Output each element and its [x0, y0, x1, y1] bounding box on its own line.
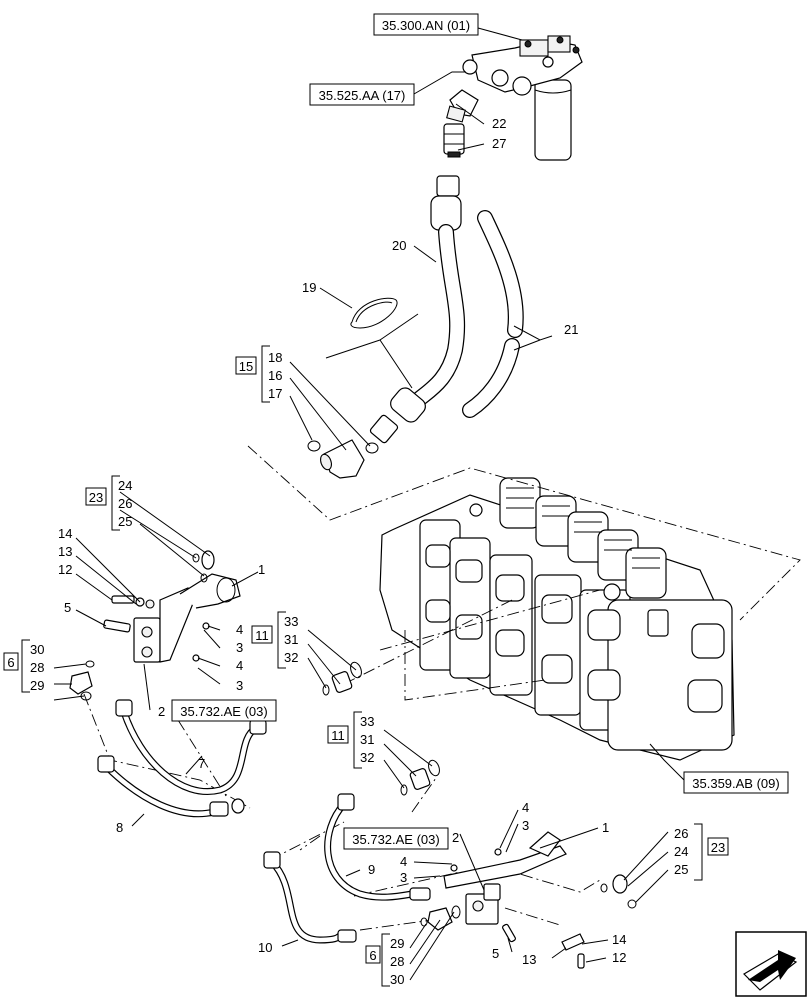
callout-3: 3 — [236, 678, 243, 693]
connector-27 — [443, 123, 465, 158]
kit-label: 6 — [369, 948, 376, 963]
callout-12: 12 — [58, 562, 72, 577]
kit-label: 23 — [711, 840, 725, 855]
callout-14: 14 — [58, 526, 72, 541]
callout-20: 20 — [392, 238, 406, 253]
callout-7: 7 — [198, 756, 205, 771]
hose-9 — [324, 793, 431, 901]
callout-3: 3 — [522, 818, 529, 833]
hose-7 — [115, 699, 267, 795]
fitting-28-left — [69, 660, 95, 701]
callout-27: 27 — [492, 136, 506, 151]
callout-2: 2 — [452, 830, 459, 845]
kit-item: 30 — [390, 972, 404, 987]
hose-8 — [97, 755, 245, 818]
callout-22: 22 — [492, 116, 506, 131]
kit-item: 18 — [268, 350, 282, 365]
ref-35-732-ae-upper[interactable]: 35.732.AE (03) — [180, 704, 267, 719]
kit-label: 15 — [239, 359, 253, 374]
kit-group-11-upper: 11 33 31 32 — [251, 611, 298, 669]
callout-5: 5 — [64, 600, 71, 615]
filter-assembly — [462, 35, 583, 161]
kit-item: 25 — [118, 514, 132, 529]
kit-item: 24 — [674, 844, 688, 859]
kit-item: 17 — [268, 386, 282, 401]
callout-13: 13 — [522, 952, 536, 967]
callout-12: 12 — [612, 950, 626, 965]
relief-valve-block-right — [443, 831, 637, 969]
o-ring-18 — [365, 442, 379, 454]
leader-lines — [53, 27, 685, 981]
kit-item: 29 — [30, 678, 44, 693]
callout-14: 14 — [612, 932, 626, 947]
callout-13: 13 — [58, 544, 72, 559]
callout-21: 21 — [564, 322, 578, 337]
kit-item: 33 — [360, 714, 374, 729]
ref-35-359-ab[interactable]: 35.359.AB (09) — [692, 776, 779, 791]
callout-3: 3 — [236, 640, 243, 655]
kit-item: 30 — [30, 642, 44, 657]
protective-sleeve-21 — [462, 210, 524, 418]
ref-35-732-ae-lower[interactable]: 35.732.AE (03) — [352, 832, 439, 847]
callout-4: 4 — [236, 658, 243, 673]
kit-item: 24 — [118, 478, 132, 493]
callout-9: 9 — [368, 862, 375, 877]
reference-label-group: 35.300.AN (01) 35.525.AA (17) 35.732.AE … — [171, 13, 789, 850]
kit-label: 6 — [7, 655, 14, 670]
callout-8: 8 — [116, 820, 123, 835]
relief-valve-block-left — [103, 550, 241, 663]
hose-20 — [369, 175, 466, 444]
callout-4: 4 — [400, 854, 407, 869]
kit-item: 32 — [284, 650, 298, 665]
kit-item: 32 — [360, 750, 374, 765]
kit-group-11-lower: 11 33 31 32 — [327, 711, 374, 769]
callout-1: 1 — [602, 820, 609, 835]
kit-item: 16 — [268, 368, 282, 383]
ref-35-525-aa[interactable]: 35.525.AA (17) — [319, 88, 406, 103]
kit-item: 33 — [284, 614, 298, 629]
ref-35-300-an[interactable]: 35.300.AN (01) — [382, 18, 470, 33]
kit-group-6-lower: 6 29 28 30 — [365, 933, 404, 987]
kit-item: 31 — [360, 732, 374, 747]
kit-group-23-lower: 23 26 24 25 — [674, 823, 729, 881]
kit-item: 26 — [118, 496, 132, 511]
callout-3: 3 — [400, 870, 407, 885]
callout-numbers: 22 27 20 19 21 14 13 12 5 1 4 3 4 3 2 7 … — [58, 116, 626, 967]
callout-10: 10 — [258, 940, 272, 955]
hose-10 — [263, 851, 357, 944]
callout-4: 4 — [522, 800, 529, 815]
callout-2: 2 — [158, 704, 165, 719]
fitting-28-right — [420, 905, 461, 931]
callout-19: 19 — [302, 280, 316, 295]
kit-group-23-upper: 23 24 26 25 — [85, 475, 132, 531]
kit-item: 28 — [390, 954, 404, 969]
kit-item: 31 — [284, 632, 298, 647]
kit-group-6-upper: 6 30 28 29 — [3, 639, 44, 693]
kit-item: 26 — [674, 826, 688, 841]
callout-4: 4 — [236, 622, 243, 637]
adapter-31-upper — [322, 661, 362, 696]
kit-label: 11 — [255, 628, 269, 643]
control-valve-body — [379, 477, 735, 761]
elbow-16 — [320, 439, 365, 479]
kit-group-15: 15 18 16 17 — [235, 345, 282, 403]
kit-label: 23 — [89, 490, 103, 505]
kit-label: 11 — [331, 728, 345, 743]
adapter-31-lower — [400, 759, 440, 796]
kit-item: 28 — [30, 660, 44, 675]
callout-1: 1 — [258, 562, 265, 577]
callout-5: 5 — [492, 946, 499, 961]
o-ring-17 — [307, 440, 321, 452]
next-page-arrow-icon[interactable] — [735, 931, 807, 997]
kit-item: 25 — [674, 862, 688, 877]
hose-clip-19 — [350, 297, 398, 329]
kit-item: 29 — [390, 936, 404, 951]
clip-leader — [325, 313, 419, 389]
elbow-fitting-22 — [446, 89, 479, 123]
